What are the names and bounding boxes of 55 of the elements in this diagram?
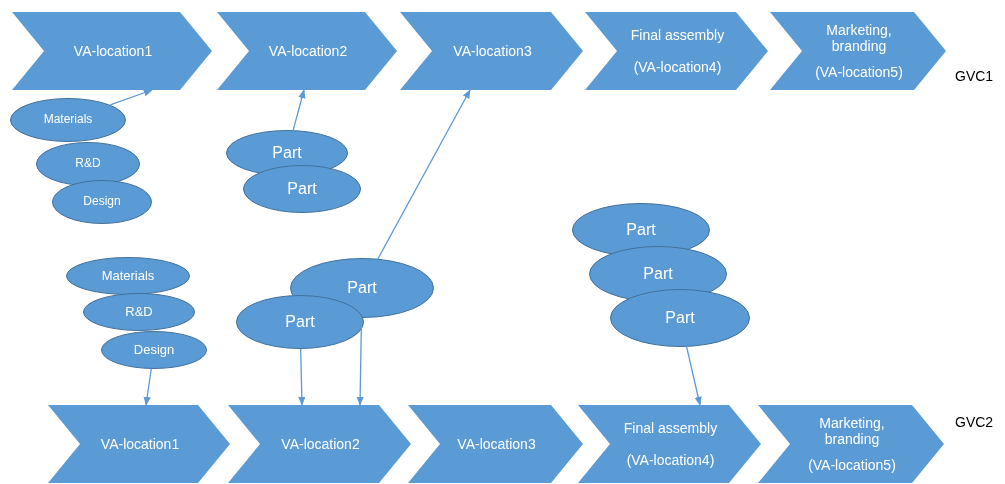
chevron-step xyxy=(12,12,212,90)
node-label: Part xyxy=(272,143,302,163)
node-label: Part xyxy=(287,179,317,199)
arrow xyxy=(377,89,471,260)
chevron-step xyxy=(228,405,411,483)
arrow xyxy=(292,89,306,131)
ellipse-node xyxy=(36,142,140,186)
node-label: Final assembly xyxy=(623,420,718,437)
node-label: Part xyxy=(626,220,656,240)
ellipse-node xyxy=(610,289,750,347)
node-label: R&D xyxy=(125,304,153,320)
node-label: R&D xyxy=(75,157,101,171)
node-label: VA-location1 xyxy=(73,42,153,60)
arrow xyxy=(356,317,364,406)
row-label: GVC1 xyxy=(955,68,994,84)
chevron-step xyxy=(217,12,397,90)
node-label: Materials xyxy=(101,268,155,284)
chevron-step xyxy=(48,405,230,483)
ellipse-node xyxy=(83,293,195,331)
node-label: Part xyxy=(285,312,315,332)
node-label: Final assembly xyxy=(630,27,725,44)
node-label: (VA-location5) xyxy=(815,64,903,81)
arrow xyxy=(143,368,152,406)
ellipse-node xyxy=(236,295,364,349)
chevron-step xyxy=(408,405,583,483)
node-label: Part xyxy=(347,278,377,298)
ellipse-node xyxy=(66,257,190,295)
node-label: Design xyxy=(83,195,121,209)
node-label: Part xyxy=(665,308,695,328)
chevron-step xyxy=(578,405,761,483)
node-label: VA-location3 xyxy=(457,435,536,453)
arrow xyxy=(686,346,702,406)
node-label: VA-location2 xyxy=(281,435,360,453)
ellipse-node xyxy=(10,98,126,142)
node-label: VA-location2 xyxy=(268,42,348,60)
node-label: (VA-location4) xyxy=(626,451,715,468)
node-label: Materials xyxy=(43,113,93,127)
node-label: Marketing, branding xyxy=(825,21,893,55)
chevron-step xyxy=(585,12,768,90)
node-label: Design xyxy=(133,342,175,358)
chevron-step xyxy=(400,12,583,90)
node-label: Part xyxy=(643,264,673,284)
ellipse-node xyxy=(52,180,152,224)
node-label: (VA-location5) xyxy=(808,457,896,474)
node-label: Marketing, branding xyxy=(818,414,886,448)
arrow xyxy=(298,348,306,406)
ellipse-node xyxy=(101,331,207,369)
node-label: VA-location3 xyxy=(453,42,532,60)
row-label: GVC2 xyxy=(955,414,994,430)
chevron-step xyxy=(770,12,946,90)
node-label: (VA-location4) xyxy=(633,58,722,75)
node-label: VA-location1 xyxy=(100,435,180,453)
arrow xyxy=(109,89,153,106)
ellipse-node xyxy=(243,165,361,213)
chevron-step xyxy=(758,405,944,483)
